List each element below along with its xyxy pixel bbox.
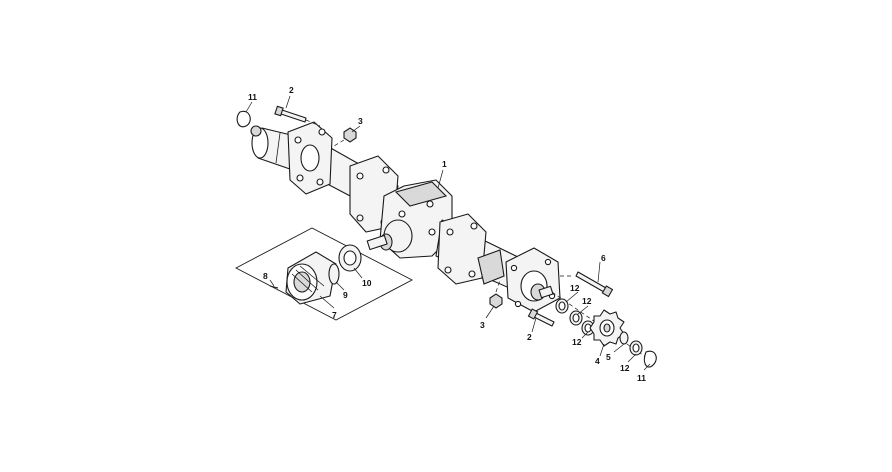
callout-8: 8 [263,271,268,281]
spacer-ring-1 [555,298,569,314]
nut-lower [489,279,503,309]
callout-5: 5 [606,352,611,362]
axle-tube-right [435,213,521,291]
callout-1: 1 [442,159,447,169]
retaining-clip-left [236,110,251,128]
mounting-flange-left [287,121,333,195]
gearbox-housing [366,179,453,259]
small-screw [269,285,279,289]
callout-10: 10 [362,278,372,288]
callout-11-upper: 11 [248,92,257,102]
callout-2-lower: 2 [527,332,532,342]
callout-12-second: 12 [582,296,592,306]
hub-flange-right [505,247,561,313]
bolt-lower [527,308,555,327]
spacer-ring-4 [629,340,643,356]
callout-7: 7 [332,310,337,320]
callout-9: 9 [343,290,348,300]
snap-ring-5 [619,331,629,345]
callout-2-upper: 2 [289,85,294,95]
callout-12-third: 12 [572,337,582,347]
flat-ring [338,244,362,272]
callout-12-first: 12 [570,283,580,293]
thin-washer [328,263,340,285]
callout-3-upper: 3 [358,116,363,126]
callout-4: 4 [595,356,600,366]
leader-lines [245,95,651,371]
callout-11-lower: 11 [637,373,646,383]
callout-6: 6 [601,253,606,263]
bolt-upper [274,105,321,127]
roller-sleeve [285,251,337,305]
long-bolt [560,271,614,298]
spacer-ring-2 [569,310,583,326]
retaining-clip-right [643,350,657,368]
callout-12-fourth: 12 [620,363,630,373]
sprocket [589,309,625,347]
callout-3-lower: 3 [480,320,485,330]
nut-upper [333,127,357,147]
